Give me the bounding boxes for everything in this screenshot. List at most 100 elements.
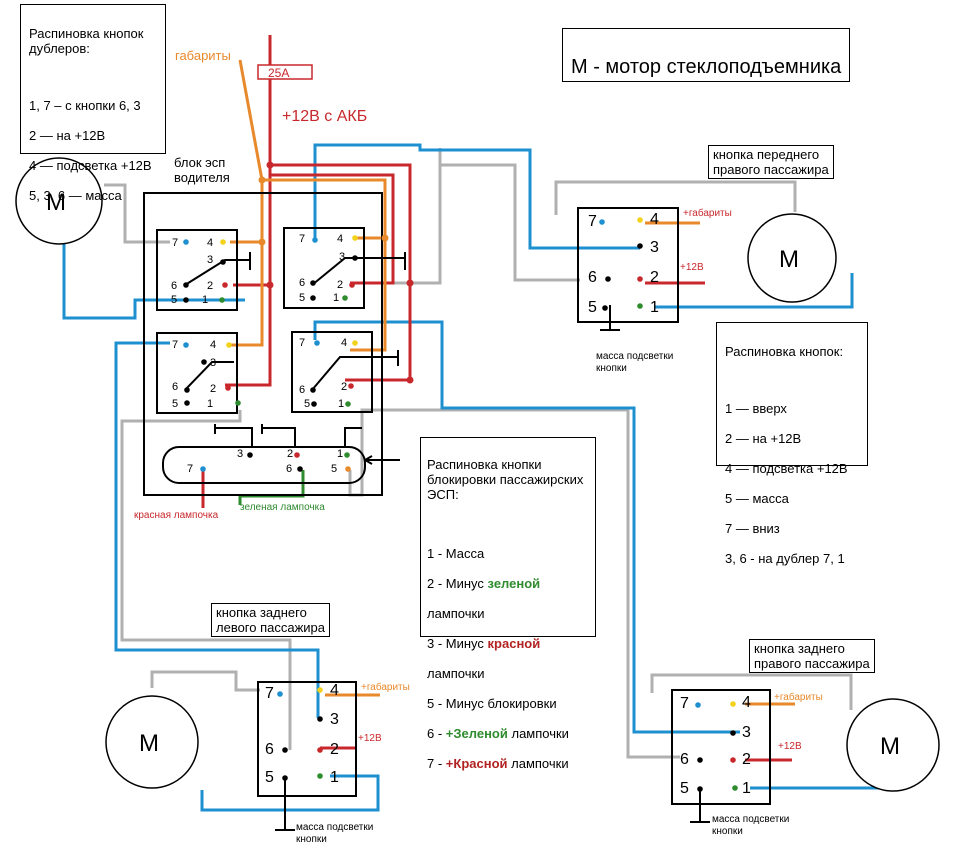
pin-dot-2 [294, 452, 300, 458]
pin-label-1: 1 [742, 780, 751, 797]
pin-dot-2 [225, 385, 231, 391]
pin-label-2: 2 [337, 279, 343, 291]
lock-pinout-box: Распиновка кнопки блокировки пассажирски… [420, 437, 596, 771]
motor-rear-left [105, 695, 199, 789]
pin-dot-6 [184, 387, 190, 393]
pin-label-2: 2 [287, 448, 293, 460]
pin-dot-7 [183, 239, 189, 245]
pin-dot-7 [183, 342, 189, 348]
pin-label-2: 2 [330, 741, 339, 758]
pin-dot-4 [226, 342, 232, 348]
pin-label-3: 3 [237, 448, 243, 460]
rear-left-label: кнопка заднего левого пассажира [211, 603, 331, 637]
pin-dot-7 [200, 466, 206, 472]
front-right-label: кнопка переднего правого пассажира [708, 145, 834, 179]
lock-pinout-title: Распиновка кнопки блокировки пассажирски… [427, 457, 584, 502]
pin-label-5: 5 [299, 292, 305, 304]
pin-label-1: 1 [207, 398, 213, 410]
pin-label-7: 7 [588, 213, 597, 230]
junction-dot [406, 376, 414, 384]
motor-rear-right [846, 698, 940, 792]
dubler-pinout-box: Распиновка кнопок дублеров: 1, 7 – с кно… [20, 4, 166, 203]
dubler-line-4: 5, 3, 6 — масса [29, 188, 122, 203]
pin-dot-7 [599, 219, 605, 225]
pin-label-1: 1 [202, 294, 208, 306]
pin-dot-1 [219, 297, 225, 303]
pin-label-5: 5 [304, 398, 310, 410]
button-line-6: 3, 6 - на дублер 7, 1 [725, 551, 845, 566]
switch-boxes [143, 192, 771, 805]
pin-dot-3 [201, 359, 207, 365]
pin-dot-6 [310, 387, 316, 393]
svg-labels: 25А М М М М [46, 66, 900, 760]
dubler-pinout-title: Распиновка кнопок дублеров: [29, 26, 144, 56]
mass-label-rear-left: масса подсветки кнопки [296, 822, 374, 846]
pin-label-1: 1 [650, 299, 659, 316]
pin-label-2: 2 [742, 751, 751, 768]
pin-label-3: 3 [650, 239, 659, 256]
pin-label-5: 5 [331, 463, 337, 475]
pin-dots [183, 161, 738, 792]
pin-label-7: 7 [299, 337, 305, 349]
pin-dot-6 [310, 280, 316, 286]
lock-line-5: 5 - Минус блокировки [427, 696, 557, 711]
pin-dot-5 [184, 400, 190, 406]
pin-label-5: 5 [171, 294, 177, 306]
pin-dot-3 [730, 730, 736, 736]
akb-label: +12В с АКБ [282, 108, 368, 125]
pin-label-1: 1 [337, 448, 343, 460]
pin-dot-6 [297, 466, 303, 472]
dubler-line-2: 2 — на +12В [29, 128, 106, 143]
fuse-label: 25А [268, 66, 289, 80]
pin-label-4: 4 [330, 682, 339, 699]
page-title: М - мотор стеклоподъемника [562, 28, 851, 82]
pin-label-5: 5 [680, 780, 689, 797]
junction-dot [381, 234, 389, 242]
button-line-3: 4 — подсветка +12В [725, 461, 848, 476]
pin-label-2: 2 [341, 381, 347, 393]
pin-dot-7 [277, 691, 283, 697]
motor-front-right [747, 213, 837, 303]
driver-block-outline [143, 192, 383, 496]
motors [15, 157, 940, 792]
lock-line-1: 1 - Масса [427, 546, 485, 561]
pin-dot-1 [235, 400, 241, 406]
pin-label-5: 5 [265, 769, 274, 786]
button-line-2: 2 — на +12В [725, 431, 802, 446]
pin-label-7: 7 [680, 695, 689, 712]
red-lamp-label: красная лампочка [134, 510, 219, 521]
pin-dot-6 [605, 276, 611, 282]
pin-dot-7 [695, 702, 701, 708]
pin-dot-2 [317, 747, 323, 753]
red-wires [201, 35, 792, 762]
pin-dot-3 [317, 716, 323, 722]
pin-dot-6 [183, 282, 189, 288]
pin-label-4: 4 [207, 237, 213, 249]
green-lamp-label: зеленая лампочка [240, 502, 325, 513]
junction-dot [406, 279, 414, 287]
fuse [257, 64, 313, 80]
pin-label-3: 3 [330, 711, 339, 728]
junction-dot [258, 176, 266, 184]
pin-dot-6 [282, 747, 288, 753]
pin-dot-1 [344, 452, 350, 458]
pin-label-4: 4 [341, 337, 347, 349]
motor-label-rear-left: М [139, 730, 159, 757]
pin-dot-4 [317, 687, 323, 693]
pin-dot-2 [349, 282, 355, 288]
pin-label-6: 6 [172, 381, 178, 393]
pin-label-3: 3 [742, 724, 751, 741]
pin-label-1: 1 [338, 398, 344, 410]
pin-label-7: 7 [265, 685, 274, 702]
mass-label-rear-right: масса подсветки кнопки [712, 814, 790, 838]
pin-label-6: 6 [171, 280, 177, 292]
page-title-text: М - мотор стеклоподъемника [571, 56, 842, 78]
pin-label-1: 1 [330, 769, 339, 786]
plus-12v-rear-left: +12В [358, 733, 382, 744]
lock-line-3: 3 - Минус красной [427, 636, 541, 651]
pin-dot-7 [312, 237, 318, 243]
pin-label-7: 7 [172, 339, 178, 351]
pin-dot-2 [637, 276, 643, 282]
